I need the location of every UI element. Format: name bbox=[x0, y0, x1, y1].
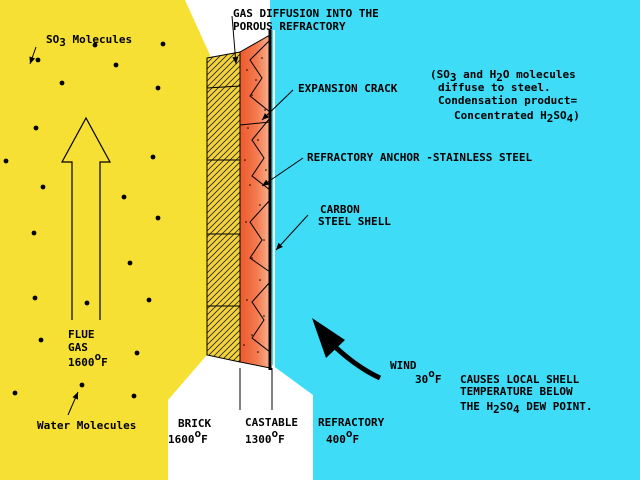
leader-lines bbox=[29, 15, 309, 416]
refractory-temp: 400oF bbox=[326, 427, 359, 446]
castable-speckles bbox=[243, 57, 267, 353]
flue-gas-label-1: FLUE bbox=[68, 328, 95, 341]
causes-line-2: TEMPERATURE BELOW bbox=[460, 385, 573, 398]
flue-gas-label-2: GAS bbox=[68, 341, 88, 354]
diffusion-note-line-1: (SO3 and H2O molecules bbox=[430, 68, 576, 84]
refractory-anchor-label: REFRACTORY ANCHOR -STAINLESS STEEL bbox=[307, 151, 533, 164]
wind-temp: 30oF bbox=[415, 367, 442, 386]
gas-diffusion-label-1: GAS DIFFUSION INTO THE bbox=[233, 7, 379, 20]
carbon-steel-label-2: STEEL SHELL bbox=[318, 215, 391, 228]
carbon-steel-label-1: CARBON bbox=[320, 203, 360, 216]
brick-temp: 1600oF bbox=[168, 427, 208, 446]
wind-label: WIND bbox=[390, 359, 417, 372]
gas-molecules bbox=[3, 41, 166, 399]
ambient-air-region bbox=[270, 0, 640, 480]
expansion-crack-label: EXPANSION CRACK bbox=[298, 82, 398, 95]
flue-gas-temp: 1600oF bbox=[68, 350, 108, 369]
causes-line-1: CAUSES LOCAL SHELL bbox=[460, 373, 580, 386]
brick-joints bbox=[206, 85, 241, 307]
so3-molecules-label: SO3 Molecules bbox=[46, 33, 132, 49]
water-molecules-label: Water Molecules bbox=[37, 419, 136, 432]
castable-label: CASTABLE bbox=[245, 416, 298, 429]
refractory-wall bbox=[206, 30, 275, 370]
diffusion-note-line-3: Condensation product= bbox=[438, 94, 577, 107]
diffusion-note-line-4: Concentrated H2SO4) bbox=[454, 109, 580, 125]
castable-layer bbox=[239, 34, 271, 369]
brick-layer bbox=[206, 51, 241, 363]
expansion-crack-line bbox=[239, 121, 271, 126]
wind-arrow-icon bbox=[312, 318, 382, 381]
refractory-anchors bbox=[249, 39, 271, 353]
flue-gas-region bbox=[0, 0, 210, 480]
brick-label: BRICK bbox=[178, 417, 211, 430]
diffusion-note-line-2: diffuse to steel. bbox=[438, 81, 551, 94]
gas-diffusion-label-2: POROUS REFRACTORY bbox=[233, 20, 346, 33]
causes-line-3: THE H2SO4 DEW POINT. bbox=[460, 400, 592, 416]
flue-flow-arrow-icon bbox=[60, 116, 112, 320]
castable-temp: 1300oF bbox=[245, 427, 285, 446]
refractory-label: REFRACTORY bbox=[318, 416, 385, 429]
